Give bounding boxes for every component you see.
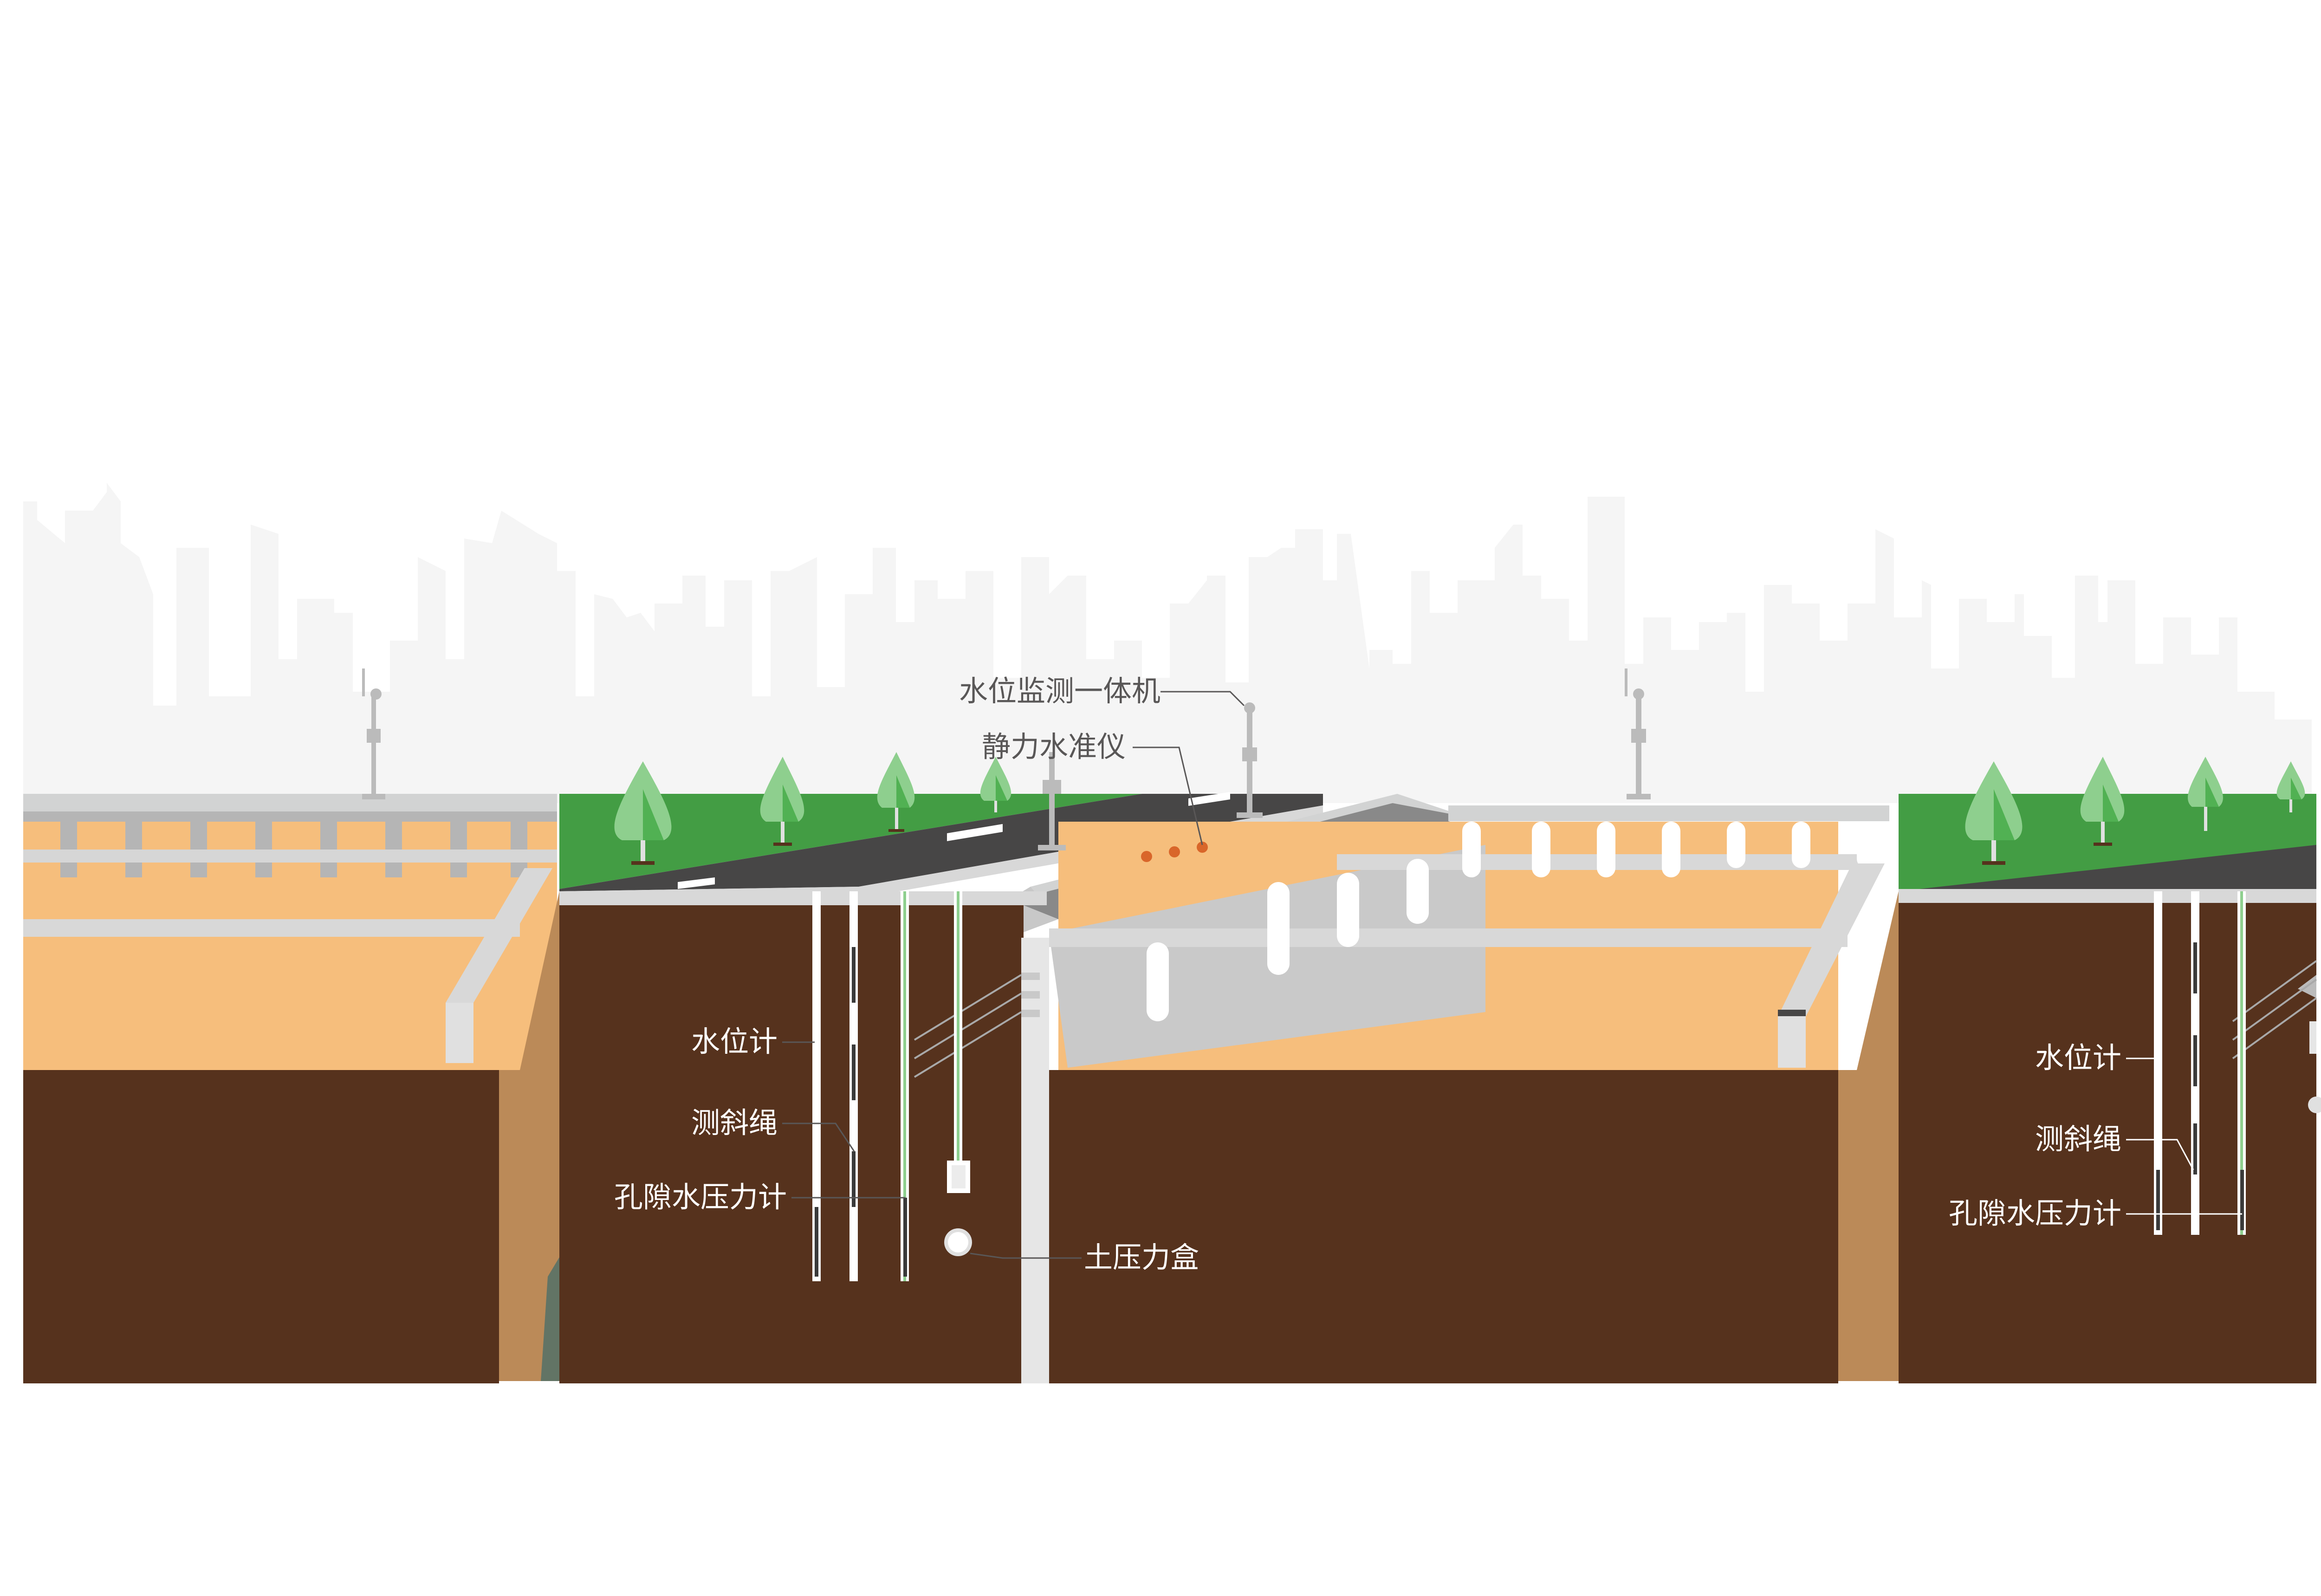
anchor-bolts (1021, 973, 1040, 1017)
deep-soil-left (23, 1070, 499, 1383)
kingpost-left (446, 1003, 473, 1063)
label-pore-pressure: 孔隙水压力计 (614, 1180, 787, 1214)
label-static-level: 静力水准仪 (982, 730, 1126, 764)
waler-left (23, 919, 520, 937)
label-water-monitor-station: 水位监测一体机 (959, 674, 1160, 708)
label-earth-pressure: 土压力盒 (1084, 1240, 1199, 1274)
waler-center (1049, 928, 1848, 947)
label-water-gauge: 水位计 (691, 1025, 778, 1058)
retaining-pile (1021, 938, 1049, 1383)
slope-right (1838, 891, 1899, 1381)
label-pore-pressure-right: 孔隙水压力计 (1949, 1196, 2121, 1230)
city-skyline (23, 483, 2312, 803)
label-inclinometer-right: 测斜绳 (2035, 1122, 2121, 1156)
upper-beam-left (23, 794, 557, 811)
deep-soil-center-right (1049, 1070, 1838, 1383)
label-inclinometer: 测斜绳 (691, 1106, 778, 1140)
strut-left (23, 850, 557, 863)
label-water-gauge-right: 水位计 (2035, 1041, 2121, 1075)
